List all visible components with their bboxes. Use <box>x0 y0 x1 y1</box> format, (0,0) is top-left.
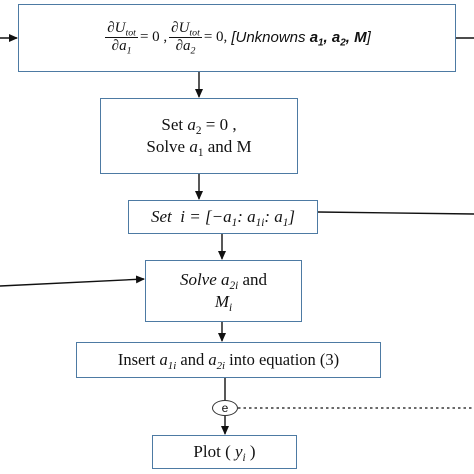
equation1-rest: = 0 , <box>139 29 168 46</box>
solve-mi-variable: M <box>214 292 230 311</box>
insert-line: Insert a1i and a2i into equation (3) <box>117 349 340 373</box>
solve-a1-line: Solve a1 and M <box>146 136 252 159</box>
solve-a1-variable-sub: 1 <box>197 146 204 159</box>
fraction-du-da1: ∂Utot ∂a1 <box>105 20 138 57</box>
unknowns-prefix: [Unknowns <box>231 29 310 47</box>
equations-box: ∂Utot ∂a1 = 0 , ∂Utot ∂a2 = 0, [Unknowns… <box>18 4 456 72</box>
solve-a2i-line: Solve a2i and <box>179 269 268 293</box>
insert-box: Insert a1i and a2i into equation (3) <box>76 342 381 378</box>
unknown-a1: a1 <box>309 29 324 49</box>
insert-a1-variable: a <box>159 350 168 370</box>
unknown-m: M <box>354 29 367 47</box>
unknowns-comma-2: , <box>345 29 350 47</box>
unknown-a2: a2 <box>331 29 346 49</box>
unknown-a2-letter: a <box>331 29 341 47</box>
set-i-variable: i <box>180 207 186 227</box>
equation2-rest: = 0, <box>203 29 228 46</box>
unknowns-comma-1: , <box>323 29 328 47</box>
solve-mi-line: Mi <box>214 291 233 314</box>
insert-and-word: and <box>176 350 209 370</box>
solve-a2i-solve-word: Solve <box>179 270 222 290</box>
arrow-left-into-solve-a2i <box>0 275 145 287</box>
frac1-numerator: ∂U <box>107 20 126 36</box>
solve-a1-rest: and M <box>203 137 252 156</box>
set-i-sub1: 1 <box>231 217 238 230</box>
plot-box: Plot ( yi ) <box>152 435 297 469</box>
solve-a1-variable: a <box>189 137 198 156</box>
insert-a2-sub: 2i <box>216 360 226 373</box>
unknown-a1-sub: 1 <box>318 37 324 49</box>
set-i-close: ] <box>288 207 295 227</box>
unknown-a1-letter: a <box>309 29 319 47</box>
frac1-numerator-sub: tot <box>125 27 136 39</box>
set-a2-variable: a <box>187 115 196 135</box>
set-i-sub3: 1 <box>282 217 289 230</box>
solve-a2i-variable-sub: 2i <box>229 280 239 293</box>
solve-a2i-variable: a <box>221 270 230 290</box>
unknowns-close-bracket: ] <box>366 29 371 47</box>
frac2-numerator-sub: tot <box>189 27 200 39</box>
connector-node-label: e <box>221 401 229 415</box>
plot-close: ) <box>245 442 256 462</box>
unknowns-label: [Unknowns a1, a2, M] <box>231 28 371 49</box>
frac2-denominator-sub: 2 <box>190 45 196 57</box>
set-i-box: Set i = [−a1: a1i: a1] <box>128 200 318 234</box>
set-a2-set-word: Set <box>161 115 188 135</box>
plot-y-sub: i <box>242 452 246 465</box>
solve-mi-variable-sub: i <box>229 301 233 314</box>
set-i-part3: : a <box>264 207 283 227</box>
frac2-numerator: ∂U <box>171 20 190 36</box>
fraction-du-da2: ∂Utot ∂a2 <box>169 20 202 57</box>
frac1-denominator: ∂a <box>111 37 127 54</box>
set-a2-rest: = 0 , <box>201 115 237 135</box>
set-a2-box: Set a2 = 0 , Solve a1 and M <box>100 98 298 174</box>
set-i-set-word: Set <box>151 207 172 227</box>
insert-a1-sub: 1i <box>167 360 177 373</box>
set-i-part2: : a <box>237 207 256 227</box>
connector-node-e: e <box>212 400 238 416</box>
plot-word: Plot ( <box>193 442 235 462</box>
insert-rest: into equation (3) <box>225 350 340 370</box>
set-i-part1: = [−a <box>185 207 232 227</box>
insert-word: Insert <box>117 350 160 370</box>
plot-line: Plot ( yi ) <box>193 441 256 465</box>
set-a2-variable-sub: 2 <box>195 125 202 138</box>
set-a2-line: Set a2 = 0 , <box>161 114 237 138</box>
frac1-denominator-sub: 1 <box>126 45 132 57</box>
unknown-a2-sub: 2 <box>340 37 346 49</box>
solve-a2i-and-word: and <box>238 270 268 290</box>
solve-a1-solve-word: Solve <box>146 137 190 156</box>
set-i-sub2: 1i <box>255 217 265 230</box>
line-right-from-set-i <box>317 211 474 215</box>
insert-a2-variable: a <box>208 350 217 370</box>
solve-a2i-box: Solve a2i and Mi <box>145 260 302 322</box>
set-i-expression: Set i = [−a1: a1i: a1] <box>151 206 295 230</box>
plot-y-variable: y <box>234 442 243 462</box>
frac2-denominator: ∂a <box>175 37 191 54</box>
